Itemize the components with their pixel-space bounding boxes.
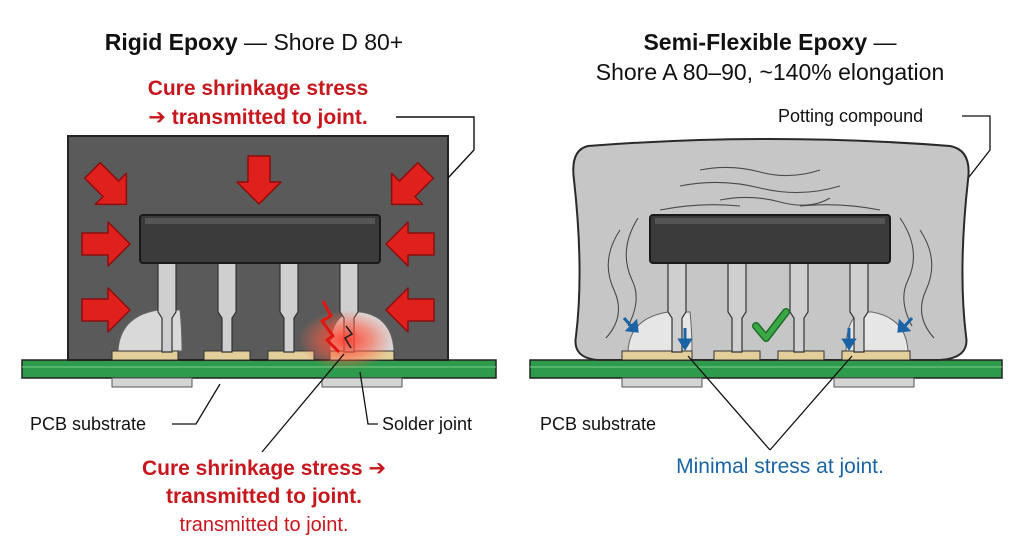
minimal-stress-arrows: [622, 317, 914, 351]
flex-chip-leads: [667, 249, 869, 353]
flex-pcb-label: PCB substrate: [540, 414, 656, 434]
flex-bottom-pad: [833, 377, 915, 388]
rigid-pcb-leader: [172, 383, 221, 425]
arrow-left-icon: [385, 221, 435, 267]
arrow-left-icon: [385, 287, 435, 333]
rigid-callout-top-line2: ➔ transmitted to joint.: [148, 106, 367, 129]
flex-bottom-pad: [621, 377, 703, 388]
arrow-down-icon: [236, 155, 282, 205]
flex-pad: [621, 350, 693, 361]
flex-pcb-substrate: [529, 359, 1003, 379]
rigid-ic-chip: [139, 214, 381, 264]
solder-joint-label: Solder joint: [382, 414, 472, 434]
rigid-bottom-pad: [111, 377, 193, 388]
rigid-chip-highlight: [145, 218, 375, 224]
rigid-title: Rigid Epoxy — Shore D 80+: [105, 29, 403, 55]
crack-line-icon: [343, 325, 354, 349]
flex-title-line1: Semi-Flexible Epoxy —: [643, 29, 896, 55]
flex-chip-highlight: [655, 218, 885, 224]
rigid-callout-top-line1: Cure shrinkage stress: [148, 77, 369, 100]
rigid-callout-bottom-line1: Cure shrinkage stress ➔: [142, 457, 386, 480]
arrow-down-left-icon: [390, 161, 435, 206]
check-icon: [753, 309, 789, 341]
arrow-right-icon: [81, 221, 131, 267]
rigid-epoxy-panel: Rigid Epoxy — Shore D 80+ Cure shrinkage…: [21, 29, 497, 536]
flex-pad: [841, 350, 911, 361]
minimal-stress-leaders: [687, 355, 853, 451]
arrow-right-icon: [81, 287, 131, 333]
solder-joint-leader: [359, 371, 378, 425]
rigid-callout-bottom-line2: transmitted to joint.: [166, 485, 362, 508]
rigid-callout-leader: [396, 116, 475, 179]
rigid-callout-bottom-line3: transmitted to joint.: [180, 514, 349, 536]
flex-flow-lines: [605, 166, 935, 339]
rigid-pcb-label: PCB substrate: [30, 414, 146, 434]
arrow-down-right-icon: [83, 161, 128, 206]
rigid-pcb-substrate: [21, 359, 497, 379]
potting-compound-leader: [961, 115, 991, 187]
flex-ic-chip: [649, 214, 891, 264]
minimal-stress-label: Minimal stress at joint.: [676, 455, 884, 478]
flex-title-line2: Shore A 80–90, ~140% elongation: [596, 59, 945, 85]
rigid-bottom-callout-leader: [261, 353, 345, 453]
crack-lightning-icon: [320, 300, 341, 354]
semi-flexible-epoxy-panel: Semi-Flexible Epoxy — Shore A 80–90, ~14…: [529, 29, 1003, 478]
potting-compound-label: Potting compound: [778, 106, 923, 126]
compression-arrows: [81, 155, 435, 333]
rigid-pad: [111, 350, 179, 361]
